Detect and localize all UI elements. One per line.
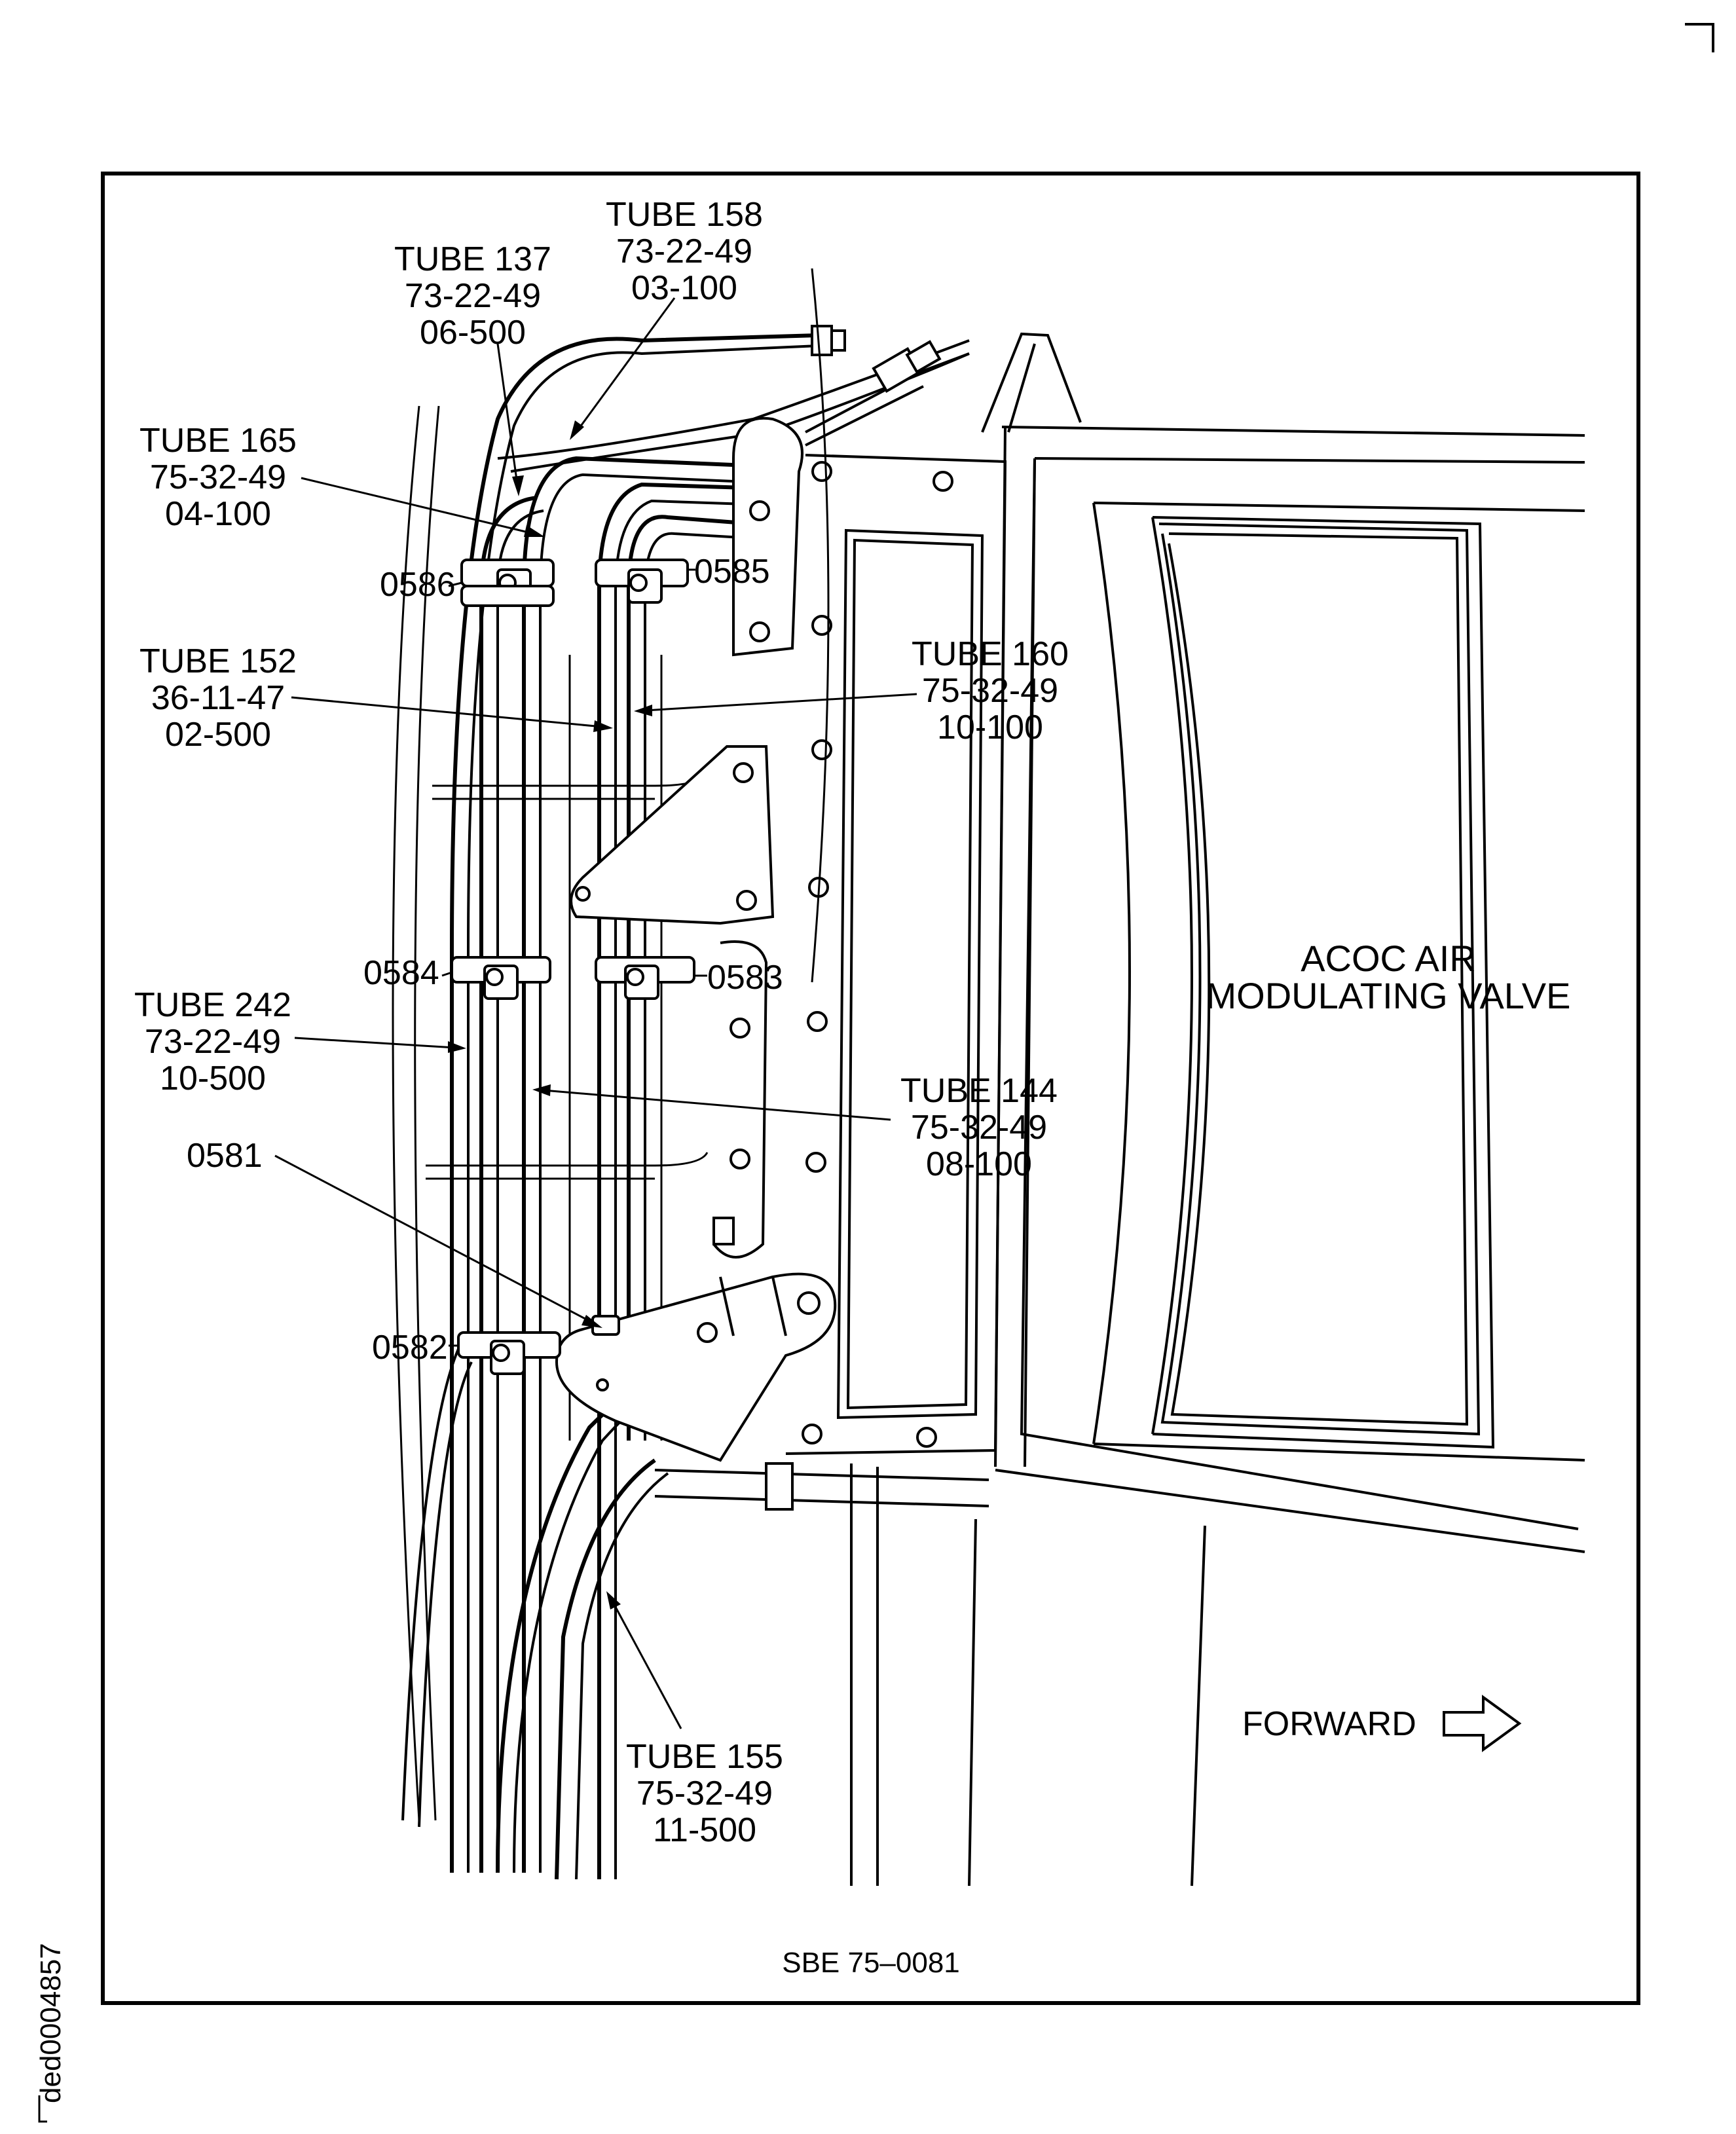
svg-text:ACOC AIR: ACOC AIR [1301,938,1476,979]
clamp-0582 [457,1331,561,1375]
svg-text:75-32-49: 75-32-49 [637,1775,773,1812]
svg-text:36-11-47: 36-11-47 [151,679,285,717]
svg-text:73-22-49: 73-22-49 [145,1023,281,1061]
svg-text:03-100: 03-100 [631,269,737,307]
label-tube-242: TUBE 242 73-22-49 10-500 [134,986,291,1097]
svg-text:FORWARD: FORWARD [1242,1705,1416,1743]
label-tube-160: TUBE 160 75-32-49 10-100 [912,635,1069,746]
upper-bracket [732,416,803,657]
svg-text:10-500: 10-500 [160,1059,266,1097]
svg-text:TUBE 155: TUBE 155 [626,1738,783,1776]
svg-text:75-32-49: 75-32-49 [150,458,286,496]
label-clamp-0581: 0581 [187,1137,263,1175]
svg-text:73-22-49: 73-22-49 [405,277,541,315]
side-strip [712,940,768,1259]
svg-text:02-500: 02-500 [165,716,271,754]
label-tube-137: TUBE 137 73-22-49 06-500 [394,240,551,352]
svg-text:TUBE 242: TUBE 242 [134,986,291,1024]
label-tube-144: TUBE 144 75-32-49 08-100 [900,1072,1058,1183]
label-valve: ACOC AIR MODULATING VALVE [1206,938,1571,1016]
label-clamp-0584: 0584 [363,954,439,992]
corner-crop-mark [1685,23,1714,52]
svg-text:MODULATING VALVE: MODULATING VALVE [1206,975,1571,1016]
label-tube-158: TUBE 158 73-22-49 03-100 [606,196,763,307]
clamp-0583 [595,956,695,1000]
label-tube-155: TUBE 155 75-32-49 11-500 [626,1738,783,1849]
svg-text:73-22-49: 73-22-49 [616,232,752,270]
acoc-air-modulating-valve [654,332,1585,1886]
svg-text:04-100: 04-100 [165,495,271,533]
svg-text:TUBE 137: TUBE 137 [394,240,551,278]
label-clamp-0585: 0585 [694,553,770,591]
lower-bracket [555,1272,837,1462]
svg-text:08-100: 08-100 [926,1145,1032,1183]
clamp-0585 [595,559,689,604]
leader-lines [274,297,917,1729]
clamp-0584 [451,956,551,1000]
label-clamp-0582: 0582 [372,1329,448,1367]
svg-text:TUBE 160: TUBE 160 [912,635,1069,673]
figure-id: ded0004857 [35,1943,67,2123]
tube-bundle [392,268,970,1880]
clamp-0586 [460,559,555,607]
svg-text:06-500: 06-500 [420,314,526,352]
middle-bracket [570,745,775,925]
sbe-reference: SBE 75–0081 [782,1947,960,1979]
svg-text:TUBE 144: TUBE 144 [900,1072,1058,1110]
label-clamp-0583: 0583 [707,959,783,997]
svg-text:75-32-49: 75-32-49 [922,672,1058,710]
svg-text:ded0004857: ded0004857 [35,1943,67,2103]
figure-frame [101,172,1640,2005]
svg-text:10-100: 10-100 [937,708,1043,746]
svg-text:TUBE 158: TUBE 158 [606,196,763,234]
label-clamp-0586: 0586 [380,566,456,604]
svg-text:11-500: 11-500 [653,1811,756,1849]
svg-text:TUBE 165: TUBE 165 [139,422,297,460]
label-tube-152: TUBE 152 36-11-47 02-500 [139,642,297,754]
forward-arrow-icon [1443,1695,1522,1752]
forward-indicator: FORWARD [1242,1695,1522,1752]
label-tube-165: TUBE 165 75-32-49 04-100 [139,422,297,533]
svg-text:75-32-49: 75-32-49 [911,1109,1047,1147]
svg-text:TUBE 152: TUBE 152 [139,642,297,680]
